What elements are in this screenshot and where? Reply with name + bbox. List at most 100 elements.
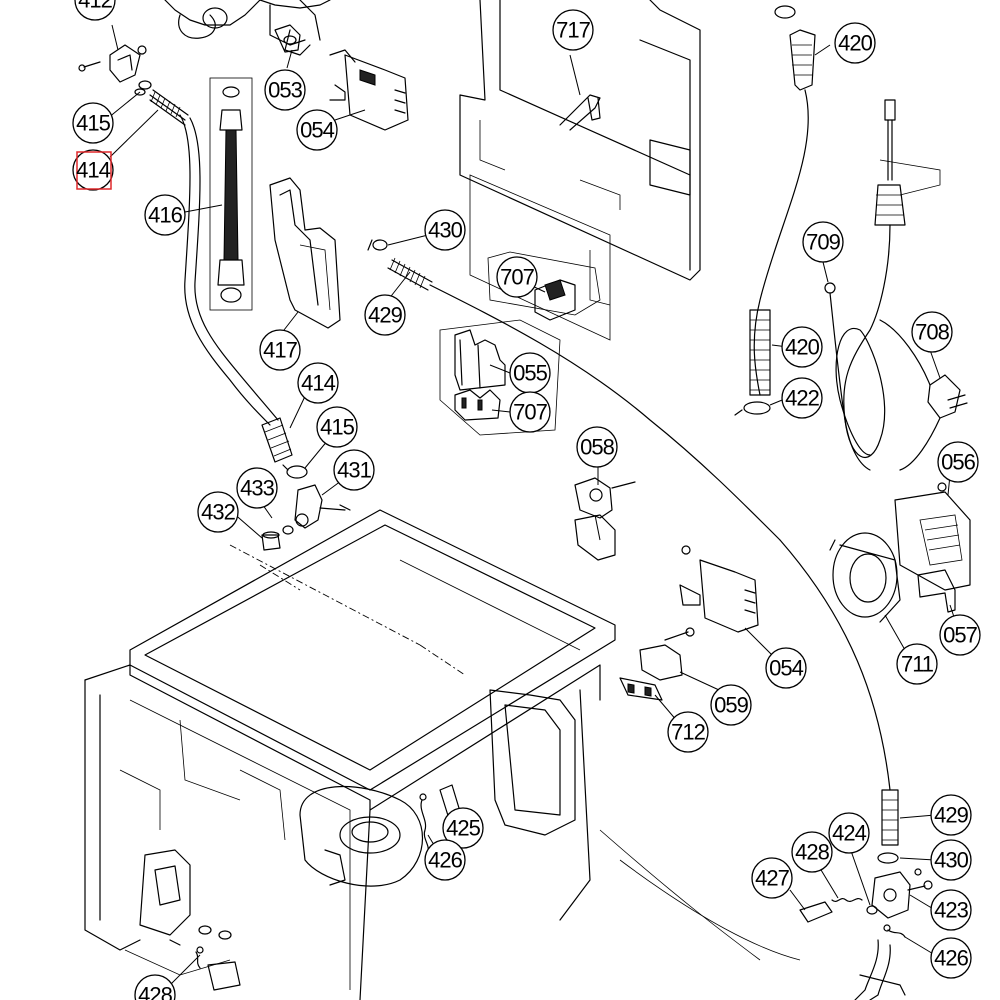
callout-429-top[interactable]: 429 — [364, 294, 406, 336]
spring-426-mid — [419, 793, 429, 853]
callout-056[interactable]: 056 — [937, 441, 979, 483]
callout-429-lower[interactable]: 429 — [930, 794, 972, 836]
tub-body — [84, 509, 616, 1000]
callout-426-lower-label: 426 — [934, 946, 968, 971]
callout-414-top[interactable]: 414 — [72, 149, 114, 191]
callout-707-top[interactable]: 707 — [496, 256, 538, 298]
callout-415-top[interactable]: 415 — [72, 102, 114, 144]
callout-712-label: 712 — [671, 720, 705, 745]
part-group-055-707 — [439, 319, 561, 436]
spring-426-lower — [883, 924, 906, 938]
callout-059-label: 059 — [714, 693, 748, 718]
callout-054-mid[interactable]: 054 — [765, 647, 807, 689]
callout-428-right-label: 428 — [795, 840, 829, 865]
callout-430-top[interactable]: 430 — [424, 209, 466, 251]
hose-spring-429-top — [387, 257, 781, 541]
power-cord-708 — [835, 99, 968, 471]
callout-431[interactable]: 431 — [333, 449, 375, 491]
callout-424[interactable]: 424 — [828, 812, 870, 854]
callout-433[interactable]: 433 — [236, 467, 278, 509]
fan-bracket-056 — [894, 482, 971, 591]
callout-427[interactable]: 427 — [751, 857, 793, 899]
callout-717[interactable]: 717 — [552, 9, 594, 51]
air-duct-417 — [269, 177, 341, 329]
callout-422-label: 422 — [785, 386, 819, 411]
hose-416 — [209, 77, 253, 311]
callout-426-lower[interactable]: 426 — [930, 937, 972, 979]
callout-416-label: 416 — [148, 203, 182, 228]
callout-056-label: 056 — [941, 450, 975, 475]
latch-059 — [639, 627, 695, 681]
callout-417[interactable]: 417 — [259, 329, 301, 371]
callout-711[interactable]: 711 — [896, 643, 938, 685]
callout-425-label: 425 — [446, 816, 480, 841]
hose-420-top — [753, 5, 816, 396]
callout-708[interactable]: 708 — [911, 311, 953, 353]
callout-707-mid-label: 707 — [513, 400, 547, 425]
callout-414-mid-label: 414 — [301, 371, 335, 396]
callout-709-label: 709 — [806, 230, 840, 255]
callout-423-label: 423 — [934, 898, 968, 923]
callout-712[interactable]: 712 — [667, 711, 709, 753]
callout-415-top-label: 415 — [76, 111, 110, 136]
callout-425[interactable]: 425 — [442, 807, 484, 849]
callout-430-lower[interactable]: 430 — [930, 839, 972, 881]
callout-057[interactable]: 057 — [939, 614, 981, 656]
callout-412[interactable]: 412 — [74, 0, 116, 21]
callout-420-lower-label: 420 — [785, 335, 819, 360]
door-switch-054-top — [329, 49, 409, 131]
callout-432-label: 432 — [201, 500, 235, 525]
hose-spring-420-lower — [749, 309, 771, 396]
callout-423[interactable]: 423 — [930, 889, 972, 931]
callout-709[interactable]: 709 — [802, 221, 844, 263]
callout-053[interactable]: 053 — [264, 69, 306, 111]
door-switch-054-mid — [679, 545, 759, 633]
seal-433 — [282, 525, 294, 535]
valve-423 — [871, 868, 933, 919]
callout-058[interactable]: 058 — [576, 426, 618, 468]
callout-420-top[interactable]: 420 — [834, 22, 876, 64]
callout-428-bottom[interactable]: 428 — [134, 974, 176, 1000]
clamp-422 — [734, 401, 771, 416]
clamp-430-top — [367, 239, 388, 251]
callout-428-bottom-label: 428 — [138, 983, 172, 1000]
callout-059[interactable]: 059 — [710, 684, 752, 726]
callout-415-mid[interactable]: 415 — [316, 406, 358, 448]
callout-429-lower-label: 429 — [934, 803, 968, 828]
callout-432[interactable]: 432 — [197, 491, 239, 533]
cabinet-frame — [459, 0, 701, 341]
bracket-057 — [917, 569, 956, 613]
callout-054-mid-label: 054 — [769, 656, 803, 681]
callout-055-label: 055 — [513, 361, 547, 386]
relay-707-top — [487, 251, 601, 321]
drain-hose-main — [179, 114, 279, 426]
bracket-717 — [559, 54, 601, 131]
spring-428-lower — [831, 897, 863, 903]
callout-707-mid[interactable]: 707 — [509, 391, 551, 433]
pin-428-bottom — [195, 946, 241, 991]
callout-420-top-label: 420 — [838, 31, 872, 56]
callout-414-top-label: 414 — [76, 158, 110, 183]
nozzle-431 — [294, 484, 351, 529]
callout-055[interactable]: 055 — [509, 352, 551, 394]
hose-spring-414-top — [149, 89, 189, 126]
callout-417-label: 417 — [263, 338, 297, 363]
callout-428-right[interactable]: 428 — [791, 831, 833, 873]
callout-420-lower[interactable]: 420 — [781, 326, 823, 368]
clamp-415-mid — [282, 464, 308, 479]
callout-416[interactable]: 416 — [144, 194, 186, 236]
callout-433-label: 433 — [240, 476, 274, 501]
hose-spring-414-mid — [261, 417, 293, 463]
pin-427 — [799, 901, 833, 923]
clamp-415-top — [134, 80, 152, 96]
callout-054-top[interactable]: 054 — [296, 109, 338, 151]
callout-426-mid[interactable]: 426 — [424, 839, 466, 881]
callout-422[interactable]: 422 — [781, 377, 823, 419]
hinge-058 — [574, 477, 636, 561]
callout-414-mid[interactable]: 414 — [297, 362, 339, 404]
callout-054-top-label: 054 — [300, 118, 334, 143]
callout-424-label: 424 — [832, 821, 866, 846]
inlet-valve-assembly — [164, 0, 331, 56]
callout-430-lower-label: 430 — [934, 848, 968, 873]
sensor-cable-709 — [824, 282, 871, 471]
